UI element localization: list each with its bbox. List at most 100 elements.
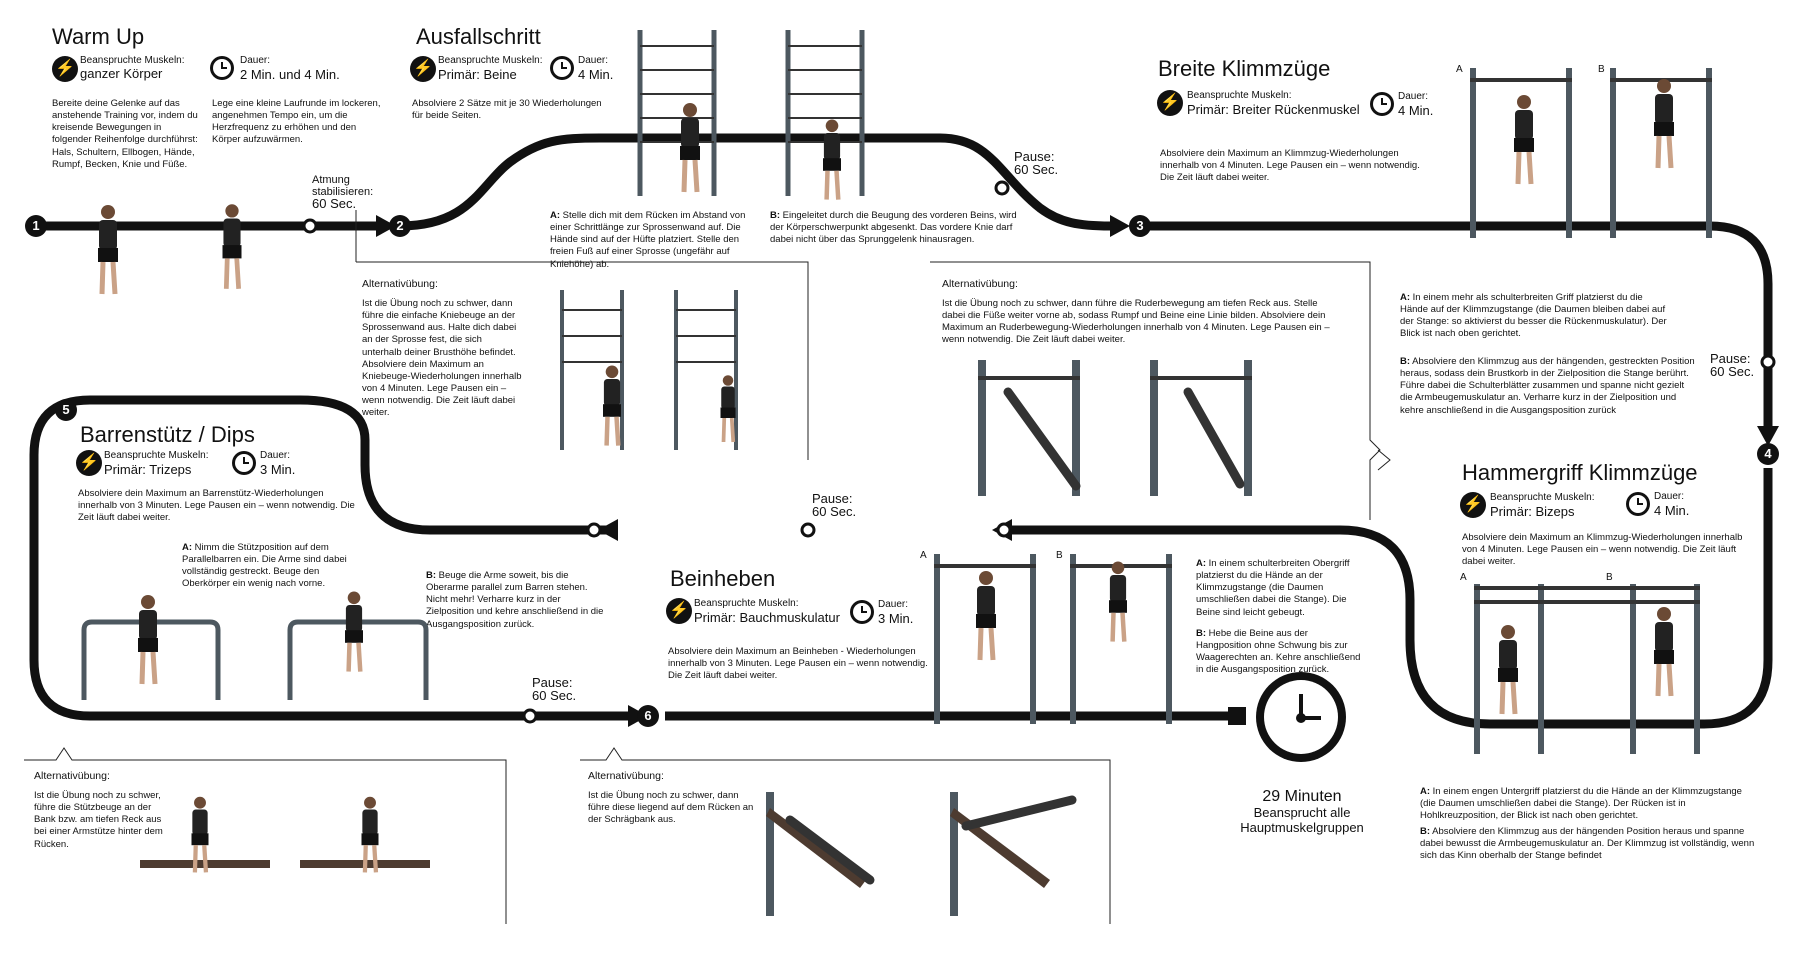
bein-duration-label: Dauer: <box>878 599 909 610</box>
warmup-muscles-label: Beanspruchte Muskeln: <box>80 55 185 66</box>
bein-b-text: Hebe die Beine aus der Hangposition ohne… <box>1196 628 1361 676</box>
step-number-1: 1 <box>25 215 47 237</box>
pause-4-label: Pause: <box>532 675 573 690</box>
dips-muscles-label: Beanspruchte Muskeln: <box>104 450 209 461</box>
clock-icon <box>850 600 874 624</box>
ausfall-duration-label: Dauer: <box>578 55 609 66</box>
ausfall-b-label: B: <box>770 210 781 221</box>
pause-2-value: 60 Sec. <box>1710 364 1755 379</box>
klimm-step-b: B: Absolviere den Klimmzug aus der hänge… <box>1400 356 1696 417</box>
pause-marker-1 <box>994 180 1010 196</box>
path-segment-2 <box>399 133 1111 231</box>
hammer-muscles: Primär: Bizeps <box>1490 504 1575 519</box>
warmup-title: Warm Up <box>52 24 145 49</box>
callout-box-ausfall <box>355 210 809 460</box>
klimm-duration: 4 Min. <box>1398 103 1434 118</box>
klimm-fig-b: B <box>1598 64 1605 75</box>
dips-alt-label: Alternativübung: <box>34 770 110 782</box>
breath-marker <box>302 218 318 234</box>
hammer-fig-a: A <box>1460 572 1467 583</box>
ausfall-muscles: Primär: Beine <box>438 67 517 82</box>
dips-muscles: Primär: Trizeps <box>104 462 192 477</box>
path-segment-3 <box>1140 221 1773 428</box>
total-line-3: Hauptmuskelgruppen <box>1240 820 1364 836</box>
step-number-5: 5 <box>55 399 77 421</box>
callout-box-dips <box>24 747 507 924</box>
bein-duration: 3 Min. <box>878 611 914 626</box>
clock-icon <box>232 451 256 475</box>
bein-muscles-label: Beanspruchte Muskeln: <box>694 598 799 609</box>
klimm-a-label: A: <box>1400 292 1411 303</box>
bein-alt-label: Alternativübung: <box>588 770 664 782</box>
ausfall-alt-label: Alternativübung: <box>362 278 438 290</box>
ausfall-muscles-label: Beanspruchte Muskeln: <box>438 55 543 66</box>
pause-2-label: Pause: <box>1710 351 1751 366</box>
bein-a-text: In einem schulterbreiten Obergriff platz… <box>1196 558 1350 618</box>
step-number-3: 3 <box>1129 215 1151 237</box>
hammer-fig-b: B <box>1606 572 1613 583</box>
clock-icon <box>210 56 234 80</box>
pause-4-value: 60 Sec. <box>532 688 577 703</box>
breath-label-2: stabilisieren: <box>312 186 374 198</box>
large-clock-icon <box>1256 672 1346 762</box>
bein-fig-a: A <box>920 550 927 561</box>
pause-marker-3b <box>800 522 816 538</box>
klimm-alt-label: Alternativübung: <box>942 278 1018 290</box>
lightning-bolt-icon: ⚡ <box>1460 492 1486 518</box>
warmup-duration: 2 Min. und 4 Min. <box>240 67 340 82</box>
path-segment-4 <box>1010 468 1773 729</box>
step-number-2: 2 <box>389 215 411 237</box>
hammer-step-a: A: In einem engen Untergriff platzierst … <box>1420 786 1760 822</box>
hammer-a-label: A: <box>1420 786 1431 797</box>
hammer-muscles-label: Beanspruchte Muskeln: <box>1490 492 1595 503</box>
arrow-head-2 <box>1110 215 1130 237</box>
total-summary: 29 Minuten Beansprucht alle Hauptmuskelg… <box>1212 788 1392 836</box>
bein-text: Absolviere dein Maximum an Beinheben - W… <box>668 646 928 682</box>
klimm-text: Absolviere dein Maximum an Klimmzug-Wied… <box>1160 148 1420 184</box>
pause-3-label: Pause: <box>812 491 853 506</box>
klimm-muscles-label: Beanspruchte Muskeln: <box>1187 90 1292 101</box>
step-number-4: 4 <box>1757 443 1779 465</box>
klimm-fig-a: A <box>1456 64 1463 75</box>
dips-step-b: B: Beuge die Arme soweit, bis die Oberar… <box>426 570 606 631</box>
pause-marker-4 <box>522 708 538 724</box>
pause-1-label: Pause: <box>1014 149 1055 164</box>
dips-b-text: Beuge die Arme soweit, bis die Oberarme … <box>426 570 604 630</box>
pause-marker-3c <box>586 522 602 538</box>
clock-icon <box>550 56 574 80</box>
hammer-duration-label: Dauer: <box>1654 491 1685 502</box>
ausfall-step-a: A: Stelle dich mit dem Rücken im Abstand… <box>550 210 762 271</box>
hammer-a-text: In einem engen Untergriff platzierst du … <box>1420 786 1742 822</box>
dips-alt-text: Ist die Übung noch zu schwer, führe die … <box>34 790 163 850</box>
bein-step-b: B: Hebe die Beine aus der Hangposition o… <box>1196 628 1366 677</box>
ausfall-alt-text: Ist die Übung noch zu schwer, dann führe… <box>362 298 522 419</box>
callout-arrow-hammer <box>1377 449 1391 471</box>
clock-icon <box>1370 92 1394 116</box>
hammer-b-label: B: <box>1420 826 1431 837</box>
arrow-head-3 <box>1757 426 1779 446</box>
klimm-duration-label: Dauer: <box>1398 91 1429 102</box>
hammer-title: Hammergriff Klimmzüge <box>1462 460 1698 485</box>
ausfall-step-b: B: Eingeleitet durch die Beugung des vor… <box>770 210 1020 246</box>
warmup-text-right: Lege eine kleine Laufrunde im lockeren, … <box>212 98 381 146</box>
bein-muscles: Primär: Bauchmuskulatur <box>694 610 840 625</box>
dips-b-label: B: <box>426 570 437 581</box>
ausfall-duration: 4 Min. <box>578 67 614 82</box>
lightning-bolt-icon: ⚡ <box>76 450 102 476</box>
lightning-bolt-icon: ⚡ <box>52 56 78 82</box>
total-minutes: 29 Minuten <box>1262 788 1342 805</box>
bein-step-a: A: In einem schulterbreiten Obergriff pl… <box>1196 558 1366 619</box>
warmup-text-left: Bereite deine Gelenke auf das anstehende… <box>52 98 198 170</box>
pause-3-value: 60 Sec. <box>812 504 857 519</box>
arrow-head-1 <box>376 215 396 237</box>
hammer-text: Absolviere dein Maximum an Klimmzug-Wied… <box>1462 532 1743 568</box>
ausfall-text: Absolviere 2 Sätze mit je 30 Wiederholun… <box>412 98 602 122</box>
breath-label-1: Atmung <box>312 174 350 186</box>
klimm-muscles: Primär: Breiter Rückenmuskel <box>1187 102 1360 117</box>
dips-a-label: A: <box>182 542 193 553</box>
dips-step-a: A: Nimm die Stützposition auf dem Parall… <box>182 542 347 591</box>
bein-fig-b: B <box>1056 550 1063 561</box>
callout-box-klimm <box>930 261 1381 520</box>
klimm-step-a: A: In einem mehr als schulterbreiten Gri… <box>1400 292 1670 341</box>
